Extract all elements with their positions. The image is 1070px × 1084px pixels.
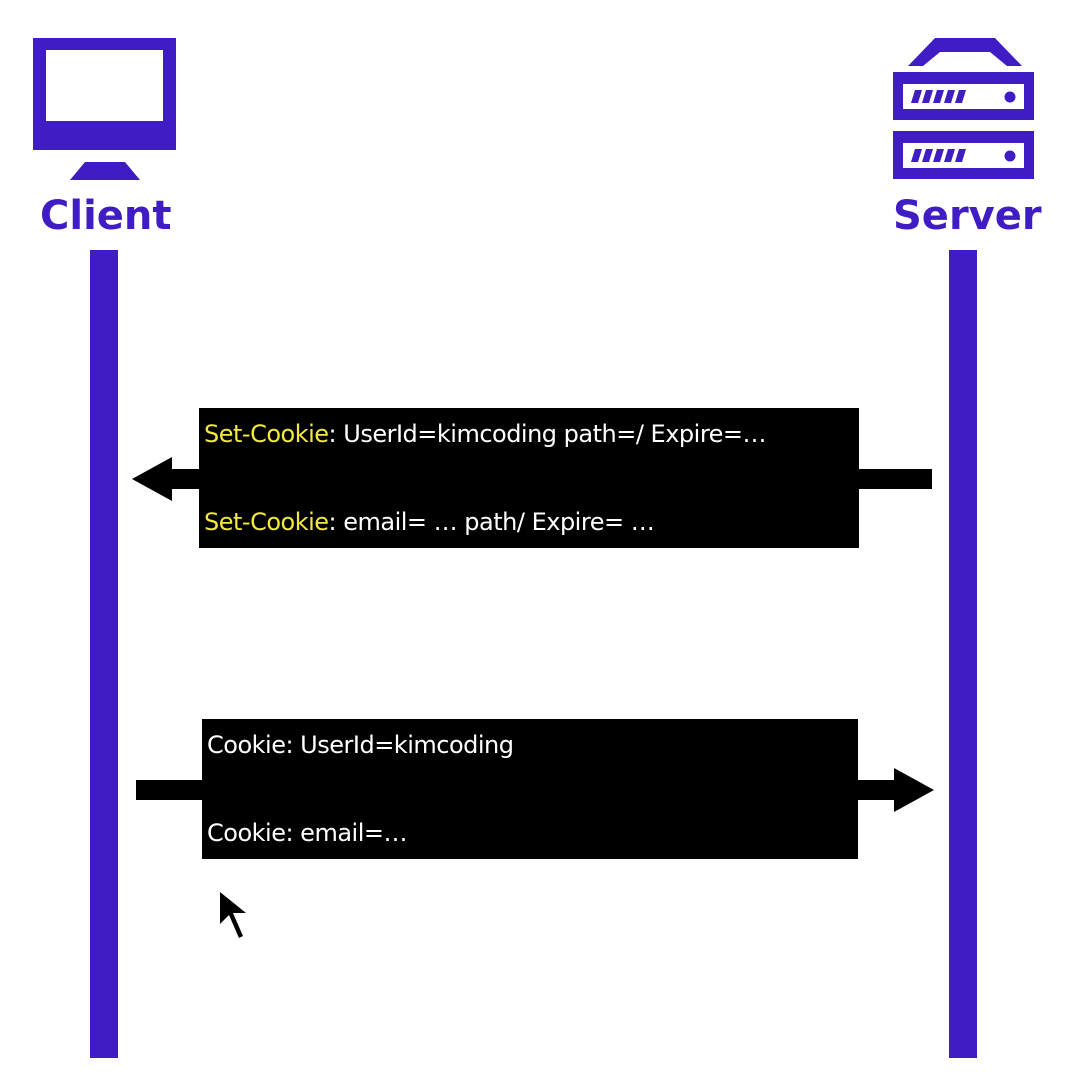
server-icon <box>893 38 1034 179</box>
cookie-message-box: Cookie: UserId=kimcoding Cookie: email=… <box>202 719 858 859</box>
client-lifeline <box>90 250 118 1058</box>
set-cookie-line: Set-Cookie: UserId=kimcoding path=/ Expi… <box>204 420 767 448</box>
server-lifeline <box>949 250 977 1058</box>
monitor-icon <box>33 38 176 180</box>
header-value: : UserId=kimcoding path=/ Expire=… <box>328 420 767 448</box>
header-value: : email= … path/ Expire= … <box>328 508 655 536</box>
mouse-pointer-icon <box>216 884 254 945</box>
cookie-line: Cookie: UserId=kimcoding <box>207 731 514 759</box>
cookie-line: Cookie: email=… <box>207 819 407 847</box>
set-cookie-line: Set-Cookie: email= … path/ Expire= … <box>204 508 655 536</box>
client-label: Client <box>40 193 172 239</box>
set-cookie-message-box: Set-Cookie: UserId=kimcoding path=/ Expi… <box>199 408 859 548</box>
header-name: Set-Cookie <box>204 508 329 536</box>
server-label: Server <box>893 193 1042 239</box>
header-name: Set-Cookie <box>204 420 329 448</box>
